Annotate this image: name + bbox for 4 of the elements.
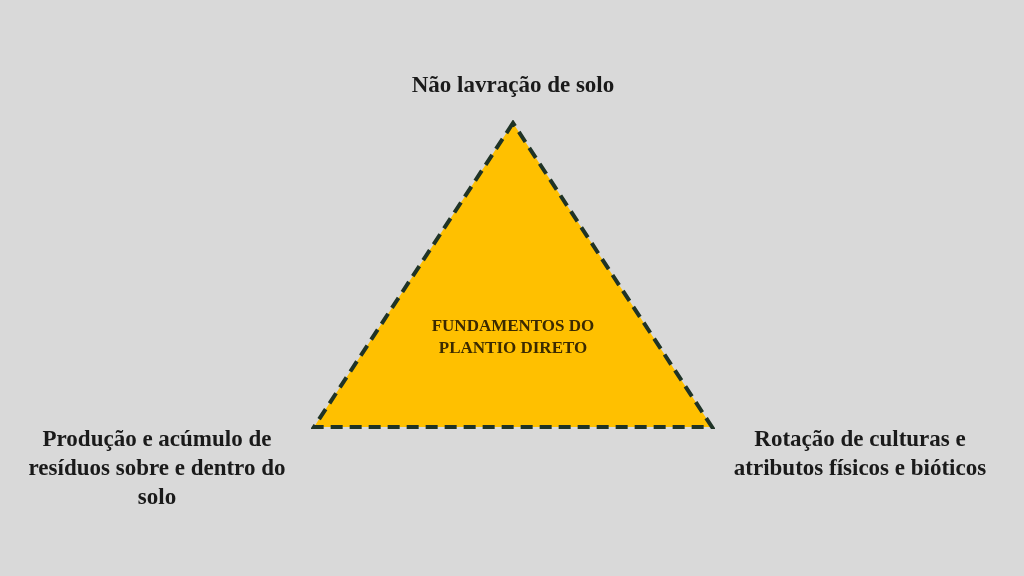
corner-label: Não lavração de solo <box>410 71 616 99</box>
corner-label: Produção e acúmulo de resíduos sobre e dentro do solo <box>27 425 287 511</box>
corner-label: Rotação de culturas e atributos físicos e bióticos <box>732 425 988 482</box>
triangle-title: FUNDAMENTOS DO PLANTIO DIRETO <box>430 315 596 360</box>
